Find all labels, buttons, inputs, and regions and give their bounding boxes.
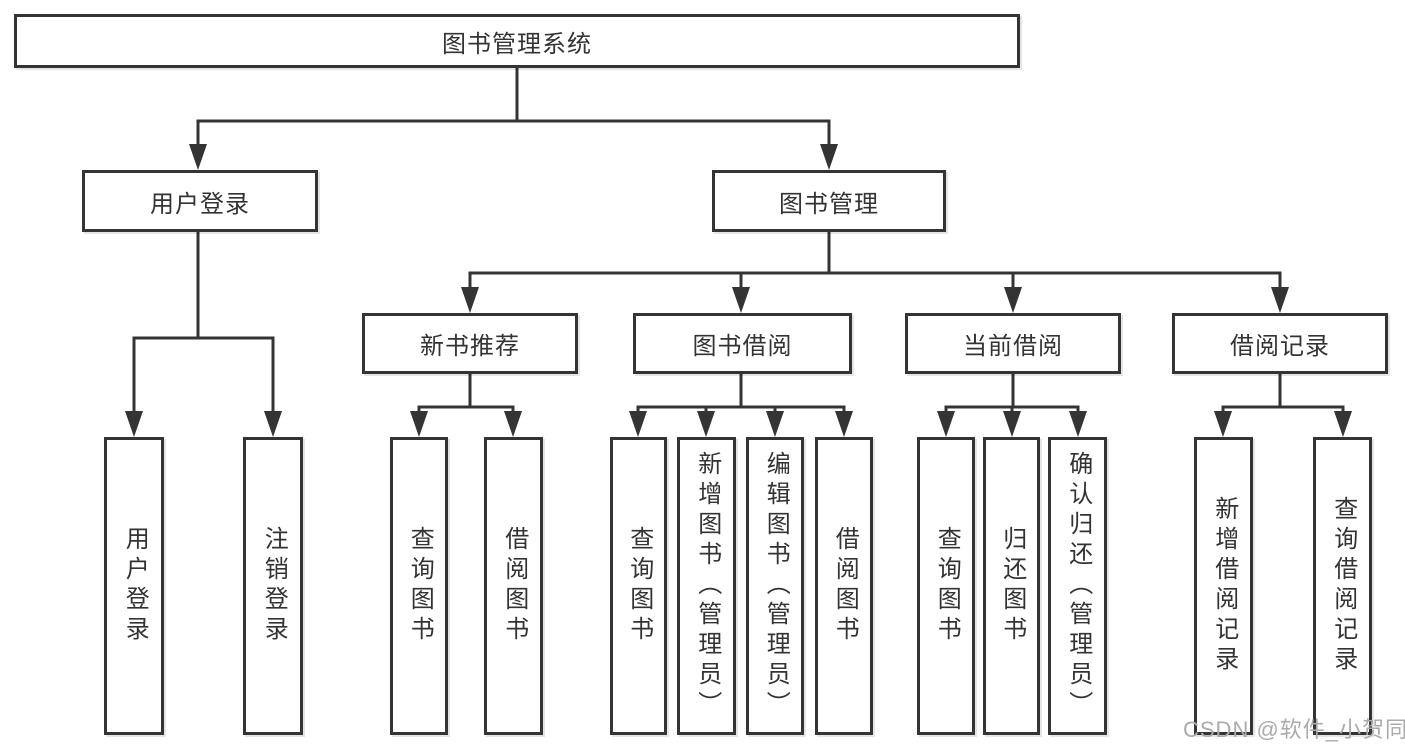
leaf-label: 注销登录 bbox=[260, 526, 288, 646]
node-user-login: 用户登录 bbox=[82, 170, 318, 232]
leaf-label: 查询图书 bbox=[625, 526, 653, 646]
leaf-query-borrow-record: 查询借阅记录 bbox=[1313, 437, 1372, 735]
leaf-add-book-admin: 新增图书（管理员） bbox=[677, 437, 736, 735]
leaf-label: 编辑图书（管理员） bbox=[762, 451, 790, 721]
leaf-confirm-return-admin: 确认归还（管理员） bbox=[1048, 437, 1107, 735]
leaf-label: 新增借阅记录 bbox=[1210, 496, 1238, 676]
leaf-edit-book-admin: 编辑图书（管理员） bbox=[746, 437, 804, 735]
leaf-label: 查询图书 bbox=[406, 526, 434, 646]
leaf-query-books-recommend: 查询图书 bbox=[390, 437, 448, 735]
leaf-label: 查询借阅记录 bbox=[1329, 496, 1357, 676]
leaf-logout-action: 注销登录 bbox=[243, 437, 303, 735]
leaf-label: 新增图书（管理员） bbox=[693, 451, 721, 721]
leaf-label: 归还图书 bbox=[998, 526, 1026, 646]
arrowheads bbox=[125, 144, 1352, 437]
leaf-query-books-borrowing: 查询图书 bbox=[610, 437, 667, 735]
node-book-borrowing: 图书借阅 bbox=[633, 313, 852, 374]
leaf-label: 确认归还（管理员） bbox=[1064, 451, 1092, 721]
leaf-label: 用户登录 bbox=[121, 526, 149, 646]
node-borrowing-records: 借阅记录 bbox=[1172, 313, 1388, 374]
leaf-user-login-action: 用户登录 bbox=[104, 437, 164, 735]
leaf-label: 查询图书 bbox=[933, 526, 961, 646]
csdn-watermark: CSDN @软件_小贺同学 bbox=[1183, 717, 1405, 742]
leaf-query-books-current: 查询图书 bbox=[917, 437, 975, 735]
leaf-borrow-books-borrowing: 借阅图书 bbox=[815, 437, 873, 735]
node-new-book-recommend: 新书推荐 bbox=[362, 313, 578, 374]
leaf-borrow-books-recommend: 借阅图书 bbox=[484, 437, 543, 735]
leaf-label: 借阅图书 bbox=[500, 526, 528, 646]
node-current-borrowing: 当前借阅 bbox=[905, 313, 1121, 374]
leaf-return-book: 归还图书 bbox=[983, 437, 1040, 735]
node-book-management: 图书管理 bbox=[712, 170, 946, 232]
leaf-add-borrow-record: 新增借阅记录 bbox=[1194, 437, 1253, 735]
node-library-system-root: 图书管理系统 bbox=[14, 14, 1020, 68]
leaf-label: 借阅图书 bbox=[831, 526, 859, 646]
